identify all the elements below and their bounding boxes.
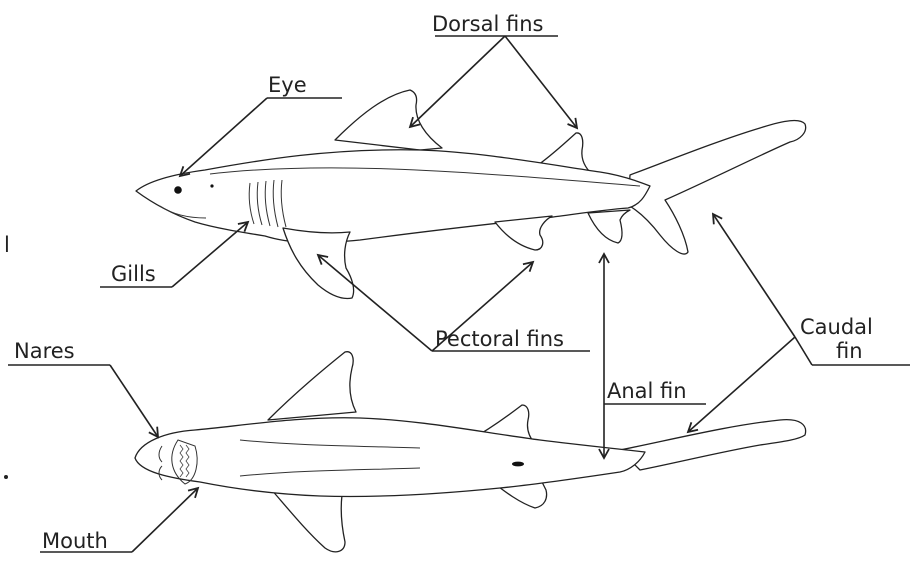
- pelvic-fin: [495, 216, 552, 250]
- pectoral-fin: [283, 228, 354, 298]
- label-dorsal-fins: Dorsal fins: [432, 12, 543, 36]
- ventral-pectoral-fin-upper: [268, 352, 356, 420]
- first-dorsal-fin: [335, 90, 442, 150]
- anal-fin: [588, 210, 630, 243]
- ventral-view-shark: [135, 352, 806, 552]
- ventral-pectoral-fin-lower: [270, 488, 345, 552]
- label-caudal: Caudal: [800, 315, 873, 339]
- side-view-shark: [136, 90, 806, 298]
- label-eye: Eye: [268, 73, 307, 97]
- edge-mark: l: [4, 233, 10, 257]
- label-anal-fin: Anal fin: [607, 379, 687, 403]
- label-nares: Nares: [14, 339, 75, 363]
- ventral-tail: [620, 420, 806, 470]
- label-pectoral-fins: Pectoral fins: [435, 327, 564, 351]
- ventral-shark-body: [135, 418, 645, 497]
- eye-dot: [174, 186, 182, 194]
- label-caudal-fin: fin: [836, 339, 863, 363]
- label-gills: Gills: [111, 262, 156, 286]
- caudal-fin: [628, 121, 806, 254]
- edge-dot: [4, 475, 8, 479]
- label-mouth: Mouth: [42, 529, 108, 553]
